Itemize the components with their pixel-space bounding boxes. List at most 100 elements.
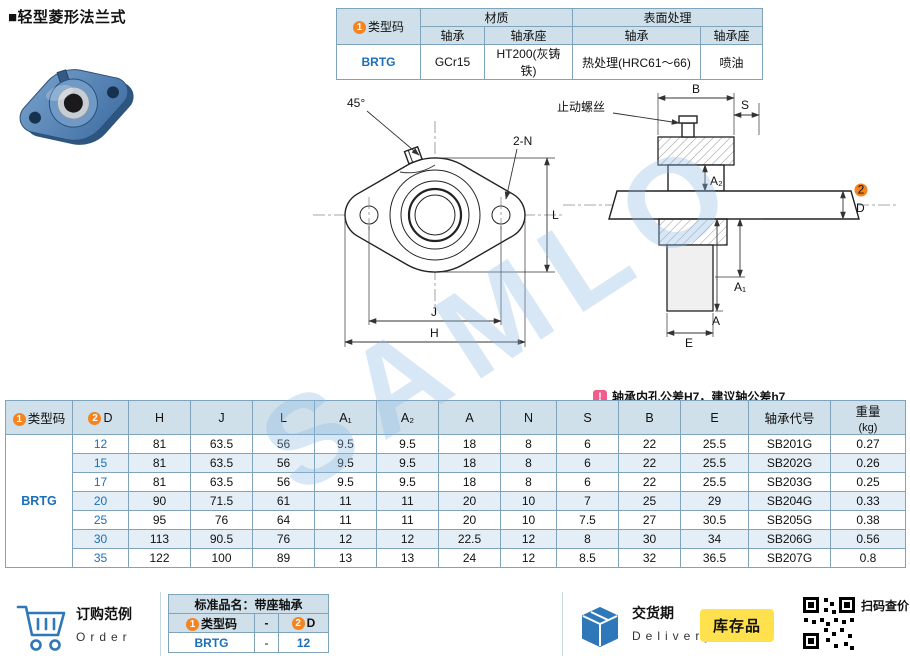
spec-housing-material: HT200(灰铸铁) [484, 44, 573, 80]
col-h: H [128, 400, 191, 435]
dim-value-cell: 9.5 [314, 434, 377, 454]
order-example-label: 订购范例 [76, 606, 132, 622]
dim-value-cell: 22 [618, 472, 681, 492]
shaft [608, 190, 860, 220]
bore [63, 93, 83, 113]
set-screw-label: 止动螺丝 [557, 100, 605, 114]
spec-col-bearing: 轴承 [420, 26, 485, 45]
dim-value-cell: 8 [500, 434, 557, 454]
delivery-box-icon [582, 607, 618, 647]
order-example-en: Order [76, 630, 132, 644]
d-value-cell: 20 [72, 491, 129, 511]
col-bearing-code: 轴承代号 [748, 400, 831, 435]
dim-value-cell: 9.5 [314, 472, 377, 492]
holes-leader [504, 148, 518, 200]
housing-top-section [657, 136, 735, 166]
badge-1-icon: 1 [12, 413, 26, 426]
footer-divider-1 [160, 592, 161, 656]
dim-value-cell: 76 [252, 529, 315, 549]
dim-value-cell: SB202G [748, 453, 831, 473]
boss-circle [389, 169, 481, 261]
product-image [19, 69, 134, 145]
d-value-cell: 12 [72, 434, 129, 454]
dim-value-cell: 89 [252, 548, 315, 568]
dim-value-cell: 30 [618, 529, 681, 549]
bearing-outer-circle [400, 180, 470, 250]
dim-label-2N: 2-N [513, 134, 532, 148]
dim-value-cell: 29 [680, 491, 749, 511]
badge-2-number: 2 [858, 183, 865, 197]
bore-circle [407, 187, 463, 243]
dim-value-cell: 7.5 [556, 510, 619, 530]
dim-label-A2: A₂ [710, 174, 723, 188]
d-value-cell: 17 [72, 472, 129, 492]
dim-value-cell: 6 [556, 453, 619, 473]
col-s: S [556, 400, 619, 435]
sample-dash-value: - [254, 632, 279, 653]
dim-value-cell: 8 [500, 453, 557, 473]
dim-value-cell: SB204G [748, 491, 831, 511]
dim-value-cell: 11 [376, 491, 439, 511]
dim-value-cell: 25.5 [680, 472, 749, 492]
spec-col-material: 材质 [420, 8, 573, 27]
dim-value-cell: 0.26 [830, 453, 906, 473]
sample-col-dash: - [254, 613, 279, 633]
dim-value-cell: 22 [618, 453, 681, 473]
dim-label-D: D [856, 201, 865, 215]
delivery-block: 交货期 Delivery [632, 603, 715, 643]
dim-value-cell: 10 [500, 491, 557, 511]
dim-value-cell: 18 [438, 472, 501, 492]
sample-type-value: BRTG [168, 632, 255, 653]
dim-value-cell: 18 [438, 434, 501, 454]
d-value-cell: 35 [72, 548, 129, 568]
dim-value-cell: 0.25 [830, 472, 906, 492]
dim-value-cell: 9.5 [314, 453, 377, 473]
set-screw-leader [612, 112, 680, 125]
sample-value-row: BRTG - 12 [168, 632, 329, 653]
dim-label-H: H [430, 326, 439, 340]
dim-value-cell: SB207G [748, 548, 831, 568]
bolt-hole-left [29, 111, 42, 124]
dim-label-A1: A₁ [734, 280, 746, 294]
dim-value-cell: 25.5 [680, 434, 749, 454]
dim-value-cell: SB203G [748, 472, 831, 492]
side-view-drawing: 止动螺丝 B S A₂ 2 D A₁ A E [557, 82, 897, 350]
spec-bearing-material: GCr15 [420, 44, 485, 80]
qr-label: 扫码查价 [861, 599, 910, 613]
sample-d-value: 12 [278, 632, 329, 653]
cart-icon [16, 605, 66, 651]
dim-value-cell: 12 [376, 529, 439, 549]
sample-title: 标准品名：带座轴承 [168, 594, 329, 614]
page-title: ■轻型菱形法兰式 [8, 9, 127, 26]
dim-value-cell: 90.5 [190, 529, 253, 549]
dim-value-cell: 0.8 [830, 548, 906, 568]
dim-value-cell: 71.5 [190, 491, 253, 511]
delivery-label: 交货期 [632, 605, 674, 621]
d-value-cell: 30 [72, 529, 129, 549]
dim-value-cell: 11 [314, 491, 377, 511]
dim-value-cell: 25 [618, 491, 681, 511]
col-e: E [680, 400, 749, 435]
dim-value-cell: 11 [376, 510, 439, 530]
spec-col-housing: 轴承座 [484, 26, 573, 45]
badge-1-icon: 1 [352, 21, 366, 34]
dim-value-cell: 9.5 [376, 472, 439, 492]
flange-body [19, 69, 134, 145]
dim-value-cell: 81 [128, 472, 191, 492]
dim-value-cell: 10 [500, 510, 557, 530]
dim-value-cell: 18 [438, 453, 501, 473]
dim-value-cell: 63.5 [190, 453, 253, 473]
dim-value-cell: 32 [618, 548, 681, 568]
dim-value-cell: 8 [500, 472, 557, 492]
dim-label-A: A [712, 314, 720, 328]
dim-value-cell: 9.5 [376, 434, 439, 454]
